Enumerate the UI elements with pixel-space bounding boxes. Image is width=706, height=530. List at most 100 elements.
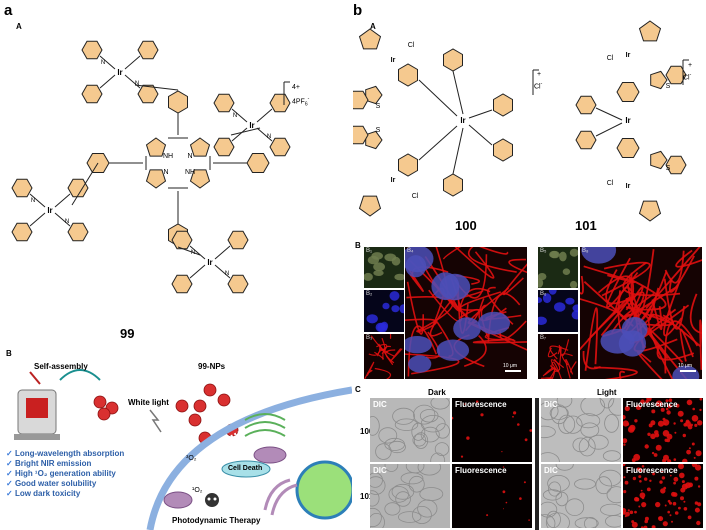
fluorescence-spot <box>464 403 466 405</box>
cp-ring <box>358 195 382 217</box>
cell-outline <box>574 478 596 490</box>
cell-outline <box>580 422 600 438</box>
cell-nucleus <box>478 311 510 335</box>
micro-b3-tile: B₃ <box>364 334 404 379</box>
cell-nucleus <box>549 250 560 259</box>
fluorescence-spot <box>650 433 656 440</box>
cell-nucleus <box>542 293 552 304</box>
membrane-stain <box>656 344 695 361</box>
cell-nucleus <box>672 365 700 379</box>
fluorescence-spot <box>669 514 672 517</box>
fluorescence-spot <box>475 400 479 403</box>
pyridine-ring <box>11 222 33 242</box>
micro-b7-label: B₇ <box>540 335 547 341</box>
fluorescence-spot <box>528 519 530 521</box>
fluorescence-spot <box>682 458 688 462</box>
compound-101-anion: Cl- <box>683 72 692 82</box>
cell-outline <box>555 491 569 507</box>
feature-item: ✓ Long-wavelength absorption <box>6 449 125 458</box>
fluorescence-spot <box>640 399 645 404</box>
cell-outline <box>400 472 424 485</box>
fluorescence-spot <box>664 504 667 507</box>
cell-outline <box>412 506 432 525</box>
scheme-label: B <box>6 349 12 358</box>
cell-outline <box>375 443 392 460</box>
bond <box>452 70 464 115</box>
membrane-stain <box>645 247 701 309</box>
s-label: S <box>376 127 381 134</box>
membrane-stain <box>628 277 667 311</box>
nanoparticle <box>93 395 107 409</box>
membrane-stain <box>508 258 527 274</box>
cell-nucleus <box>405 336 432 354</box>
fluorescence-spot <box>623 490 627 494</box>
benzo-ring <box>353 90 369 110</box>
fluorescence-spot <box>667 459 672 462</box>
cell-outline <box>435 423 450 439</box>
c-101-light-dic: DIC <box>541 464 621 528</box>
cell-outline <box>405 464 425 474</box>
fluorescence-spot <box>691 415 699 422</box>
fluorescence-spot <box>659 480 663 484</box>
fluorescence-spot <box>699 398 703 401</box>
n-label: N <box>267 134 271 140</box>
membrane-stain <box>582 350 601 370</box>
fluorescence-spot <box>644 519 648 524</box>
cell-outline <box>588 434 609 450</box>
fluorescence-spot <box>644 444 649 449</box>
skull-eye <box>213 497 217 501</box>
bond <box>230 127 261 136</box>
bond <box>177 246 201 256</box>
dark-header: Dark <box>428 388 446 397</box>
membrane-stain <box>442 247 462 260</box>
membrane-stain <box>390 348 403 361</box>
mitochondrion <box>163 491 193 509</box>
fluorescence-spot <box>646 487 651 492</box>
mitochondrion <box>253 446 287 464</box>
fluorescence-spot <box>633 453 641 461</box>
fluorescence-spot <box>502 490 506 494</box>
cell-outline <box>417 499 438 518</box>
cell-outline <box>395 491 411 507</box>
fluorescence-spot <box>524 438 528 442</box>
membrane-stain <box>405 318 438 333</box>
fluorescence-spot <box>674 511 679 515</box>
fluorescence-spot <box>640 526 644 528</box>
cell-death-label: Cell Death <box>228 465 263 472</box>
pyridine-ring <box>137 84 159 104</box>
fluorescence-spot <box>667 499 671 503</box>
panel-a-label: a <box>4 2 13 19</box>
fluorescence-spot <box>660 488 666 494</box>
nanoparticle <box>175 399 189 413</box>
fluorescence-spot <box>695 450 702 457</box>
cl-label: Cl <box>607 55 614 62</box>
fluorescence-spot <box>529 429 532 432</box>
phenyl-ring <box>227 230 249 250</box>
bond <box>231 108 248 123</box>
cell-nucleus <box>569 248 578 257</box>
n-label: N <box>65 219 69 225</box>
cl-label: Cl <box>412 193 419 200</box>
cell-nucleus <box>391 256 401 266</box>
cell-nucleus <box>377 322 388 332</box>
phenyl-ring <box>171 230 193 250</box>
fluorescence-spot <box>486 514 489 517</box>
fluorescence-spot <box>655 400 663 407</box>
membrane-stain <box>558 339 570 357</box>
compound-99-charge: 4+ <box>292 84 300 91</box>
membrane-stain <box>636 351 663 379</box>
syringe <box>29 371 41 385</box>
fluorescence-spot <box>673 481 676 485</box>
nucleus-organelle <box>295 460 352 520</box>
nanoparticle <box>203 383 217 397</box>
membrane-stain <box>663 280 683 337</box>
cell-outline <box>370 490 380 507</box>
membrane-stain <box>463 335 487 367</box>
nanoparticle <box>217 393 231 407</box>
triplet-o2-label: ³O₂ <box>186 455 197 462</box>
fluorescence-spot <box>662 521 668 527</box>
fluorescence-spot <box>629 424 636 432</box>
membrane-stain <box>503 263 527 296</box>
fluorescence-spot <box>691 464 697 468</box>
fluorescence-spot <box>643 470 645 472</box>
